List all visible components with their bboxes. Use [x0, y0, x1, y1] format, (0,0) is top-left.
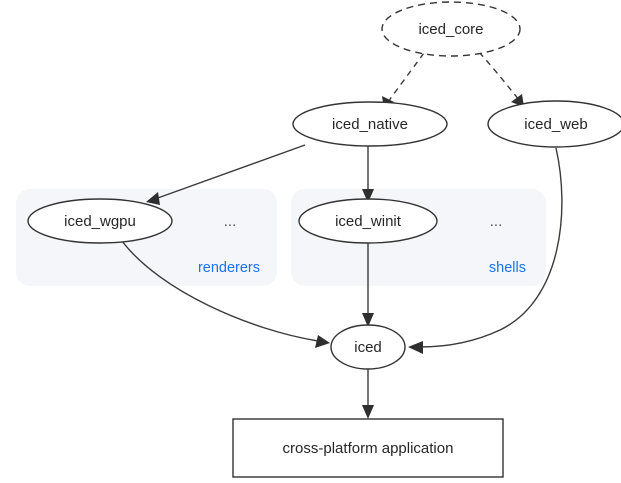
node-iced-web[interactable]: iced_web — [487, 100, 621, 148]
node-iced-wgpu[interactable]: iced_wgpu — [27, 198, 173, 244]
node-iced-core-label: iced_core — [418, 21, 483, 38]
node-iced-core[interactable]: iced_core — [381, 1, 521, 57]
edge-iced-native-to-iced-wgpu — [146, 144, 306, 205]
edge-iced-core-to-iced-web — [478, 51, 524, 107]
arrow-head-icon — [146, 192, 160, 205]
node-application-shape[interactable] — [232, 418, 504, 478]
arrow-head-icon — [362, 313, 374, 327]
cluster-renderers-label: renderers — [198, 260, 260, 276]
node-iced-winit-label: iced_winit — [335, 213, 402, 230]
node-iced-web-shape[interactable] — [487, 100, 621, 148]
node-cross-platform-application[interactable]: cross-platform application — [232, 418, 504, 478]
cluster-shells-label: shells — [489, 260, 526, 276]
arrow-head-icon — [362, 405, 374, 419]
arrow-head-icon — [315, 335, 330, 348]
node-iced-native-label: iced_native — [332, 116, 408, 133]
arrow-head-icon — [362, 189, 374, 203]
edge-iced-web-to-iced — [408, 147, 563, 354]
node-iced-native[interactable]: iced_native — [292, 101, 448, 147]
node-iced[interactable]: iced — [330, 324, 406, 370]
node-iced-native-shape[interactable] — [292, 101, 448, 147]
edge-iced-wgpu-to-iced — [121, 240, 330, 348]
node-iced-shape[interactable] — [330, 324, 406, 370]
cluster-shells-ellipsis: ... — [490, 213, 503, 230]
node-application-label: cross-platform application — [283, 440, 454, 457]
node-iced-winit[interactable]: iced_winit — [298, 198, 438, 244]
node-iced-winit-shape[interactable] — [298, 198, 438, 244]
edge-iced-native-to-iced-winit — [362, 146, 374, 203]
edge-iced-to-application — [362, 369, 374, 419]
node-iced-web-label: iced_web — [524, 116, 587, 133]
edge-iced-winit-to-iced — [362, 243, 374, 327]
arrow-head-icon — [408, 341, 423, 354]
node-iced-core-shape[interactable] — [381, 1, 521, 57]
node-iced-label: iced — [354, 339, 382, 356]
cluster-renderers-ellipsis: ... — [224, 213, 237, 230]
node-iced-wgpu-label: iced_wgpu — [64, 213, 136, 230]
node-iced-wgpu-shape[interactable] — [27, 198, 173, 244]
edge-iced-core-to-iced-native — [382, 52, 425, 110]
